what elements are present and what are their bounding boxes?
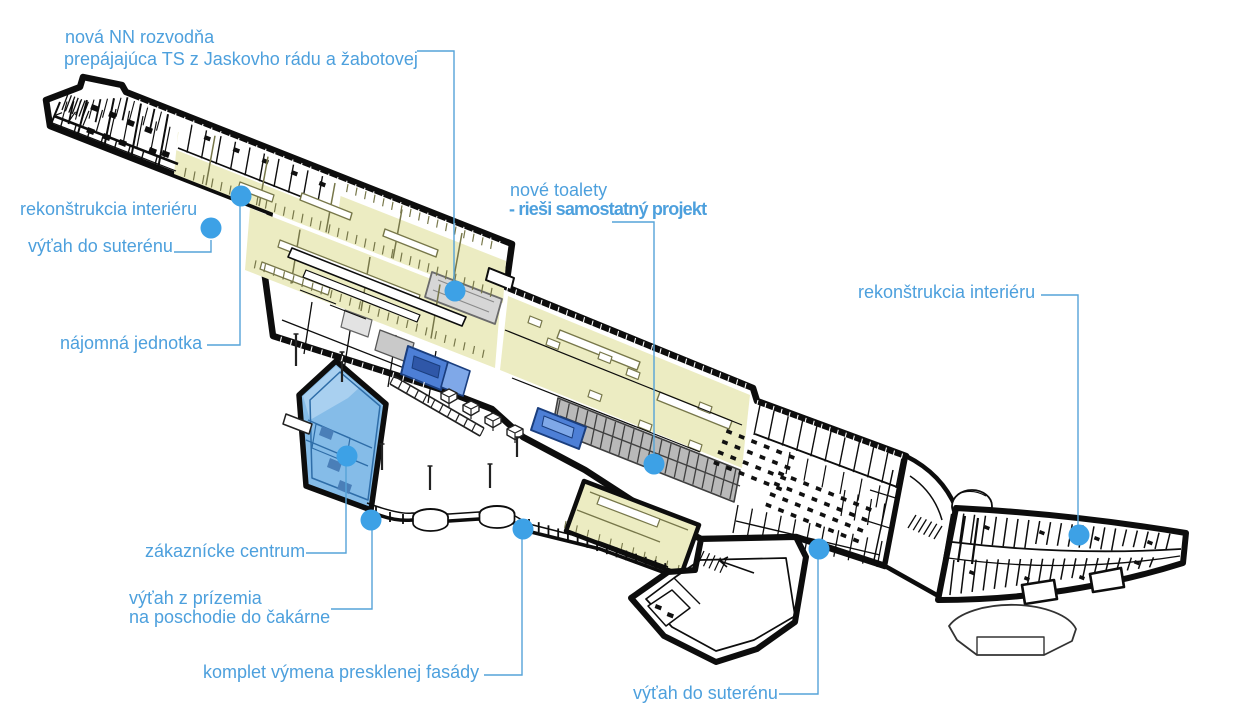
pavilion-hall xyxy=(628,534,809,665)
annotation-label-nove-toalety-line1: nové toalety xyxy=(510,180,608,200)
leader-line-komplet-vymena-presklenej-fasady xyxy=(484,529,523,676)
annotation-label-nova-nn-rozvodna-line1: nová NN rozvodňa xyxy=(65,27,215,47)
marker-dot-najomna-jednotka[interactable] xyxy=(230,185,252,207)
annotation-label-vytah-z-prizemia-line1: výťah z prízemia xyxy=(129,588,262,608)
leader-line-nove-toalety xyxy=(612,221,655,464)
annotation-label-vytah-do-suterenu-left: výťah do suterénu xyxy=(28,236,173,256)
leader-line-vytah-do-suterenu-bottom xyxy=(779,549,819,695)
annotation-label-nove-toalety-line2: - rieši samostatný projekt xyxy=(509,199,707,219)
annotation-label-komplet-vymena-presklenej-fasady: komplet výmena presklenej fasády xyxy=(203,662,480,682)
marker-dot-rekonstrukcia-interieru-right[interactable] xyxy=(1068,524,1090,546)
right-wing-outline xyxy=(935,505,1189,603)
marker-dot-komplet-vymena-presklenej-fasady[interactable] xyxy=(512,518,534,540)
annotation-markers xyxy=(200,185,1090,560)
marker-dot-nove-toalety[interactable] xyxy=(643,453,665,475)
zone-nn-room-gray xyxy=(424,271,503,325)
annotation-label-vytah-z-prizemia-line2: na poschodie do čakárne xyxy=(129,607,331,627)
annotation-label-vytah-do-suterenu-bottom: výťah do suterénu xyxy=(633,683,778,703)
leader-line-rekonstrukcia-interieru-right xyxy=(1041,294,1079,535)
leader-line-nova-nn-rozvodna xyxy=(417,50,455,291)
leader-line-vytah-do-suterenu-left xyxy=(174,240,212,253)
leader-line-najomna-jednotka xyxy=(207,196,241,346)
annotation-label-zakaznicke-centrum: zákaznícke centrum xyxy=(145,541,306,561)
leader-line-zakaznicke-centrum xyxy=(306,456,347,554)
marker-dot-nova-nn-rozvodna[interactable] xyxy=(444,280,466,302)
leader-line-vytah-z-prizemia xyxy=(331,520,373,610)
annotation-label-nova-nn-rozvodna-line2: prepájajúca TS z Jaskovho rádu a žabotov… xyxy=(64,49,418,69)
marker-dot-vytah-z-prizemia[interactable] xyxy=(360,509,382,531)
marker-dot-vytah-do-suterenu-bottom[interactable] xyxy=(808,538,830,560)
annotation-label-najomna-jednotka: nájomná jednotka xyxy=(60,333,203,353)
marker-dot-zakaznicke-centrum[interactable] xyxy=(336,445,358,467)
zone-blue-room-1b xyxy=(440,361,471,397)
building-artwork xyxy=(42,73,1189,665)
marker-dot-rekonstrukcia-interieru-left[interactable] xyxy=(200,217,222,239)
annotation-label-rekonstrukcia-interieru-left: rekonštrukcia interiéru xyxy=(20,199,198,219)
annotation-leader-lines xyxy=(174,50,1079,695)
annotation-label-rekonstrukcia-interieru-right: rekonštrukcia interiéru xyxy=(858,282,1036,302)
